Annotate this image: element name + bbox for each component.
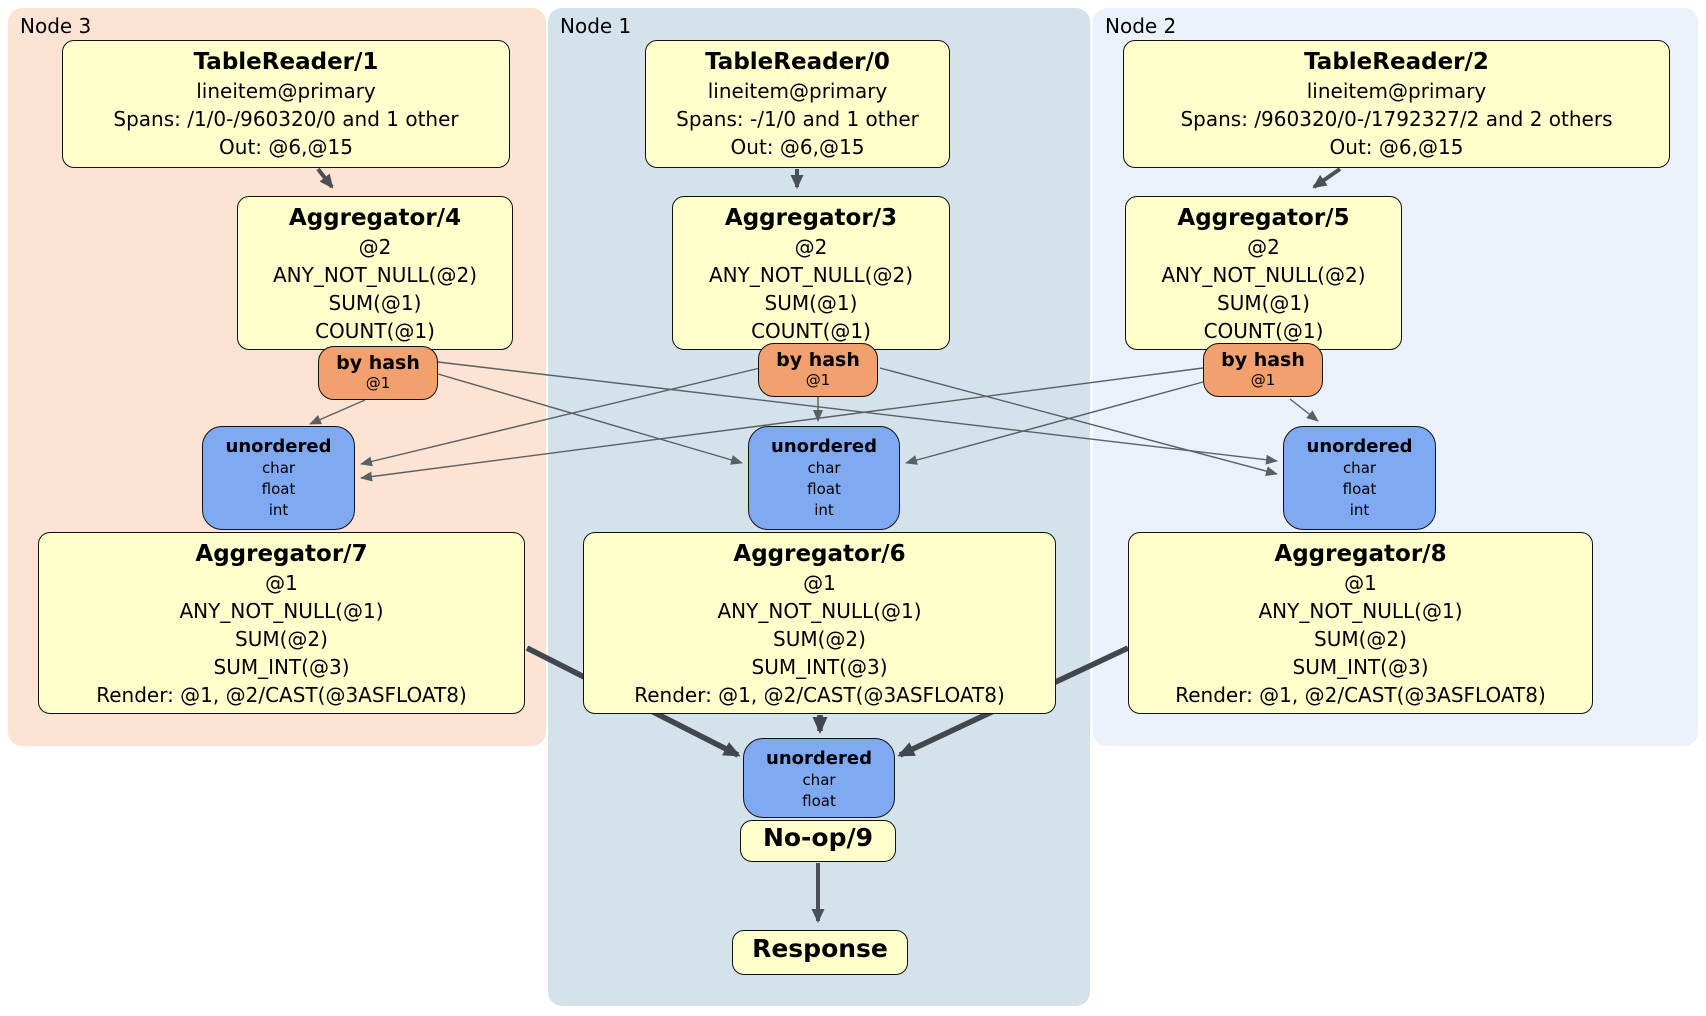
processor-group-cols: @2 (1247, 235, 1280, 259)
processor-group-cols: @1 (803, 571, 836, 595)
sync-title: unordered (766, 748, 872, 769)
processor-agg-fn: SUM_INT(@3) (213, 655, 350, 679)
processor-title: TableReader/0 (705, 49, 890, 75)
processor-out: Out: @6,@15 (219, 135, 353, 159)
processor-out: Out: @6,@15 (1329, 135, 1464, 159)
processor-agg-fn: ANY_NOT_NULL(@2) (1161, 263, 1366, 287)
router-by-hash-node2: by hash @1 (1203, 343, 1323, 397)
processor-agg-fn: SUM(@1) (1217, 291, 1310, 315)
processor-agg-fn: SUM_INT(@3) (1292, 655, 1429, 679)
processor-agg-fn: COUNT(@1) (315, 319, 435, 343)
sync-type: char (1342, 459, 1377, 477)
sync-type: int (268, 501, 289, 519)
processor-aggregator-8: Aggregator/8 @1 ANY_NOT_NULL(@1) SUM(@2)… (1128, 532, 1593, 714)
processor-spans: Spans: /1/0-/960320/0 and 1 other (113, 107, 459, 131)
processor-title: Aggregator/6 (733, 541, 906, 567)
sync-type: char (261, 459, 296, 477)
processor-tablereader-0: TableReader/0 lineitem@primary Spans: -/… (645, 40, 950, 168)
router-column: @1 (365, 374, 391, 392)
processor-index: lineitem@primary (707, 79, 888, 103)
processor-agg-fn: ANY_NOT_NULL(@1) (1258, 599, 1463, 623)
processor-aggregator-7: Aggregator/7 @1 ANY_NOT_NULL(@1) SUM(@2)… (38, 532, 525, 714)
router-by-hash-node3: by hash @1 (318, 346, 438, 400)
sync-title: unordered (225, 436, 332, 457)
processor-agg-fn: ANY_NOT_NULL(@1) (717, 599, 922, 623)
sync-type: int (814, 501, 834, 519)
processor-agg-fn: ANY_NOT_NULL(@2) (273, 263, 477, 287)
processor-title: Aggregator/8 (1274, 541, 1447, 567)
processor-agg-fn: SUM(@1) (328, 291, 422, 315)
group-node3-label: Node 3 (20, 14, 92, 38)
processor-render: Render: @1, @2/CAST(@3ASFLOAT8) (96, 683, 467, 707)
router-by-hash-node1: by hash @1 (758, 343, 878, 397)
router-title: by hash (776, 349, 860, 371)
sync-title: unordered (771, 436, 877, 457)
processor-agg-fn: ANY_NOT_NULL(@2) (709, 263, 913, 287)
processor-title: Aggregator/4 (288, 205, 462, 231)
processor-group-cols: @1 (265, 571, 298, 595)
sync-type: char (807, 459, 841, 477)
processor-title: No-op/9 (762, 823, 874, 852)
processor-aggregator-4: Aggregator/4 @2 ANY_NOT_NULL(@2) SUM(@1)… (237, 196, 513, 350)
processor-group-cols: @2 (794, 235, 828, 259)
processor-title: TableReader/2 (1304, 49, 1489, 75)
processor-spans: Spans: /960320/0-/1792327/2 and 2 others (1180, 107, 1613, 131)
sync-unordered-final: unordered char float (743, 738, 895, 818)
processor-agg-fn: SUM(@2) (235, 627, 328, 651)
processor-group-cols: @2 (358, 235, 392, 259)
processor-group-cols: @1 (1344, 571, 1377, 595)
router-title: by hash (336, 352, 420, 374)
sync-unordered-node3: unordered char float int (202, 426, 355, 530)
sync-unordered-node1: unordered char float int (748, 426, 900, 530)
processor-index: lineitem@primary (196, 79, 376, 103)
processor-agg-fn: ANY_NOT_NULL(@1) (179, 599, 384, 623)
sync-unordered-node2: unordered char float int (1283, 426, 1436, 530)
sync-type: float (807, 480, 841, 498)
group-node1-label: Node 1 (560, 14, 632, 38)
processor-aggregator-3: Aggregator/3 @2 ANY_NOT_NULL(@2) SUM(@1)… (672, 196, 950, 350)
processor-tablereader-2: TableReader/2 lineitem@primary Spans: /9… (1123, 40, 1670, 168)
processor-agg-fn: SUM(@1) (764, 291, 858, 315)
router-title: by hash (1221, 349, 1305, 371)
processor-title: Response (752, 934, 888, 963)
processor-agg-fn: COUNT(@1) (751, 319, 871, 343)
processor-render: Render: @1, @2/CAST(@3ASFLOAT8) (634, 683, 1005, 707)
sync-type: float (1342, 480, 1377, 498)
processor-out: Out: @6,@15 (730, 135, 865, 159)
sync-type: char (802, 771, 836, 789)
processor-title: Aggregator/7 (195, 541, 368, 567)
processor-title: Aggregator/5 (1177, 205, 1350, 231)
processor-agg-fn: SUM_INT(@3) (751, 655, 888, 679)
processor-title: Aggregator/3 (724, 205, 898, 231)
processor-agg-fn: SUM(@2) (773, 627, 866, 651)
group-node2-label: Node 2 (1105, 14, 1177, 38)
sync-type: int (1349, 501, 1370, 519)
processor-noop-9: No-op/9 (740, 820, 896, 862)
processor-index: lineitem@primary (1306, 79, 1487, 103)
processor-agg-fn: SUM(@2) (1314, 627, 1407, 651)
sync-type: float (802, 792, 836, 810)
processor-title: TableReader/1 (193, 49, 379, 75)
processor-aggregator-6: Aggregator/6 @1 ANY_NOT_NULL(@1) SUM(@2)… (583, 532, 1056, 714)
processor-response: Response (732, 930, 908, 975)
processor-tablereader-1: TableReader/1 lineitem@primary Spans: /1… (62, 40, 510, 168)
sync-type: float (261, 480, 296, 498)
processor-aggregator-5: Aggregator/5 @2 ANY_NOT_NULL(@2) SUM(@1)… (1125, 196, 1402, 350)
router-column: @1 (805, 371, 831, 389)
sync-title: unordered (1306, 436, 1413, 457)
router-column: @1 (1250, 371, 1276, 389)
processor-render: Render: @1, @2/CAST(@3ASFLOAT8) (1175, 683, 1546, 707)
processor-spans: Spans: -/1/0 and 1 other (676, 107, 919, 131)
processor-agg-fn: COUNT(@1) (1203, 319, 1324, 343)
